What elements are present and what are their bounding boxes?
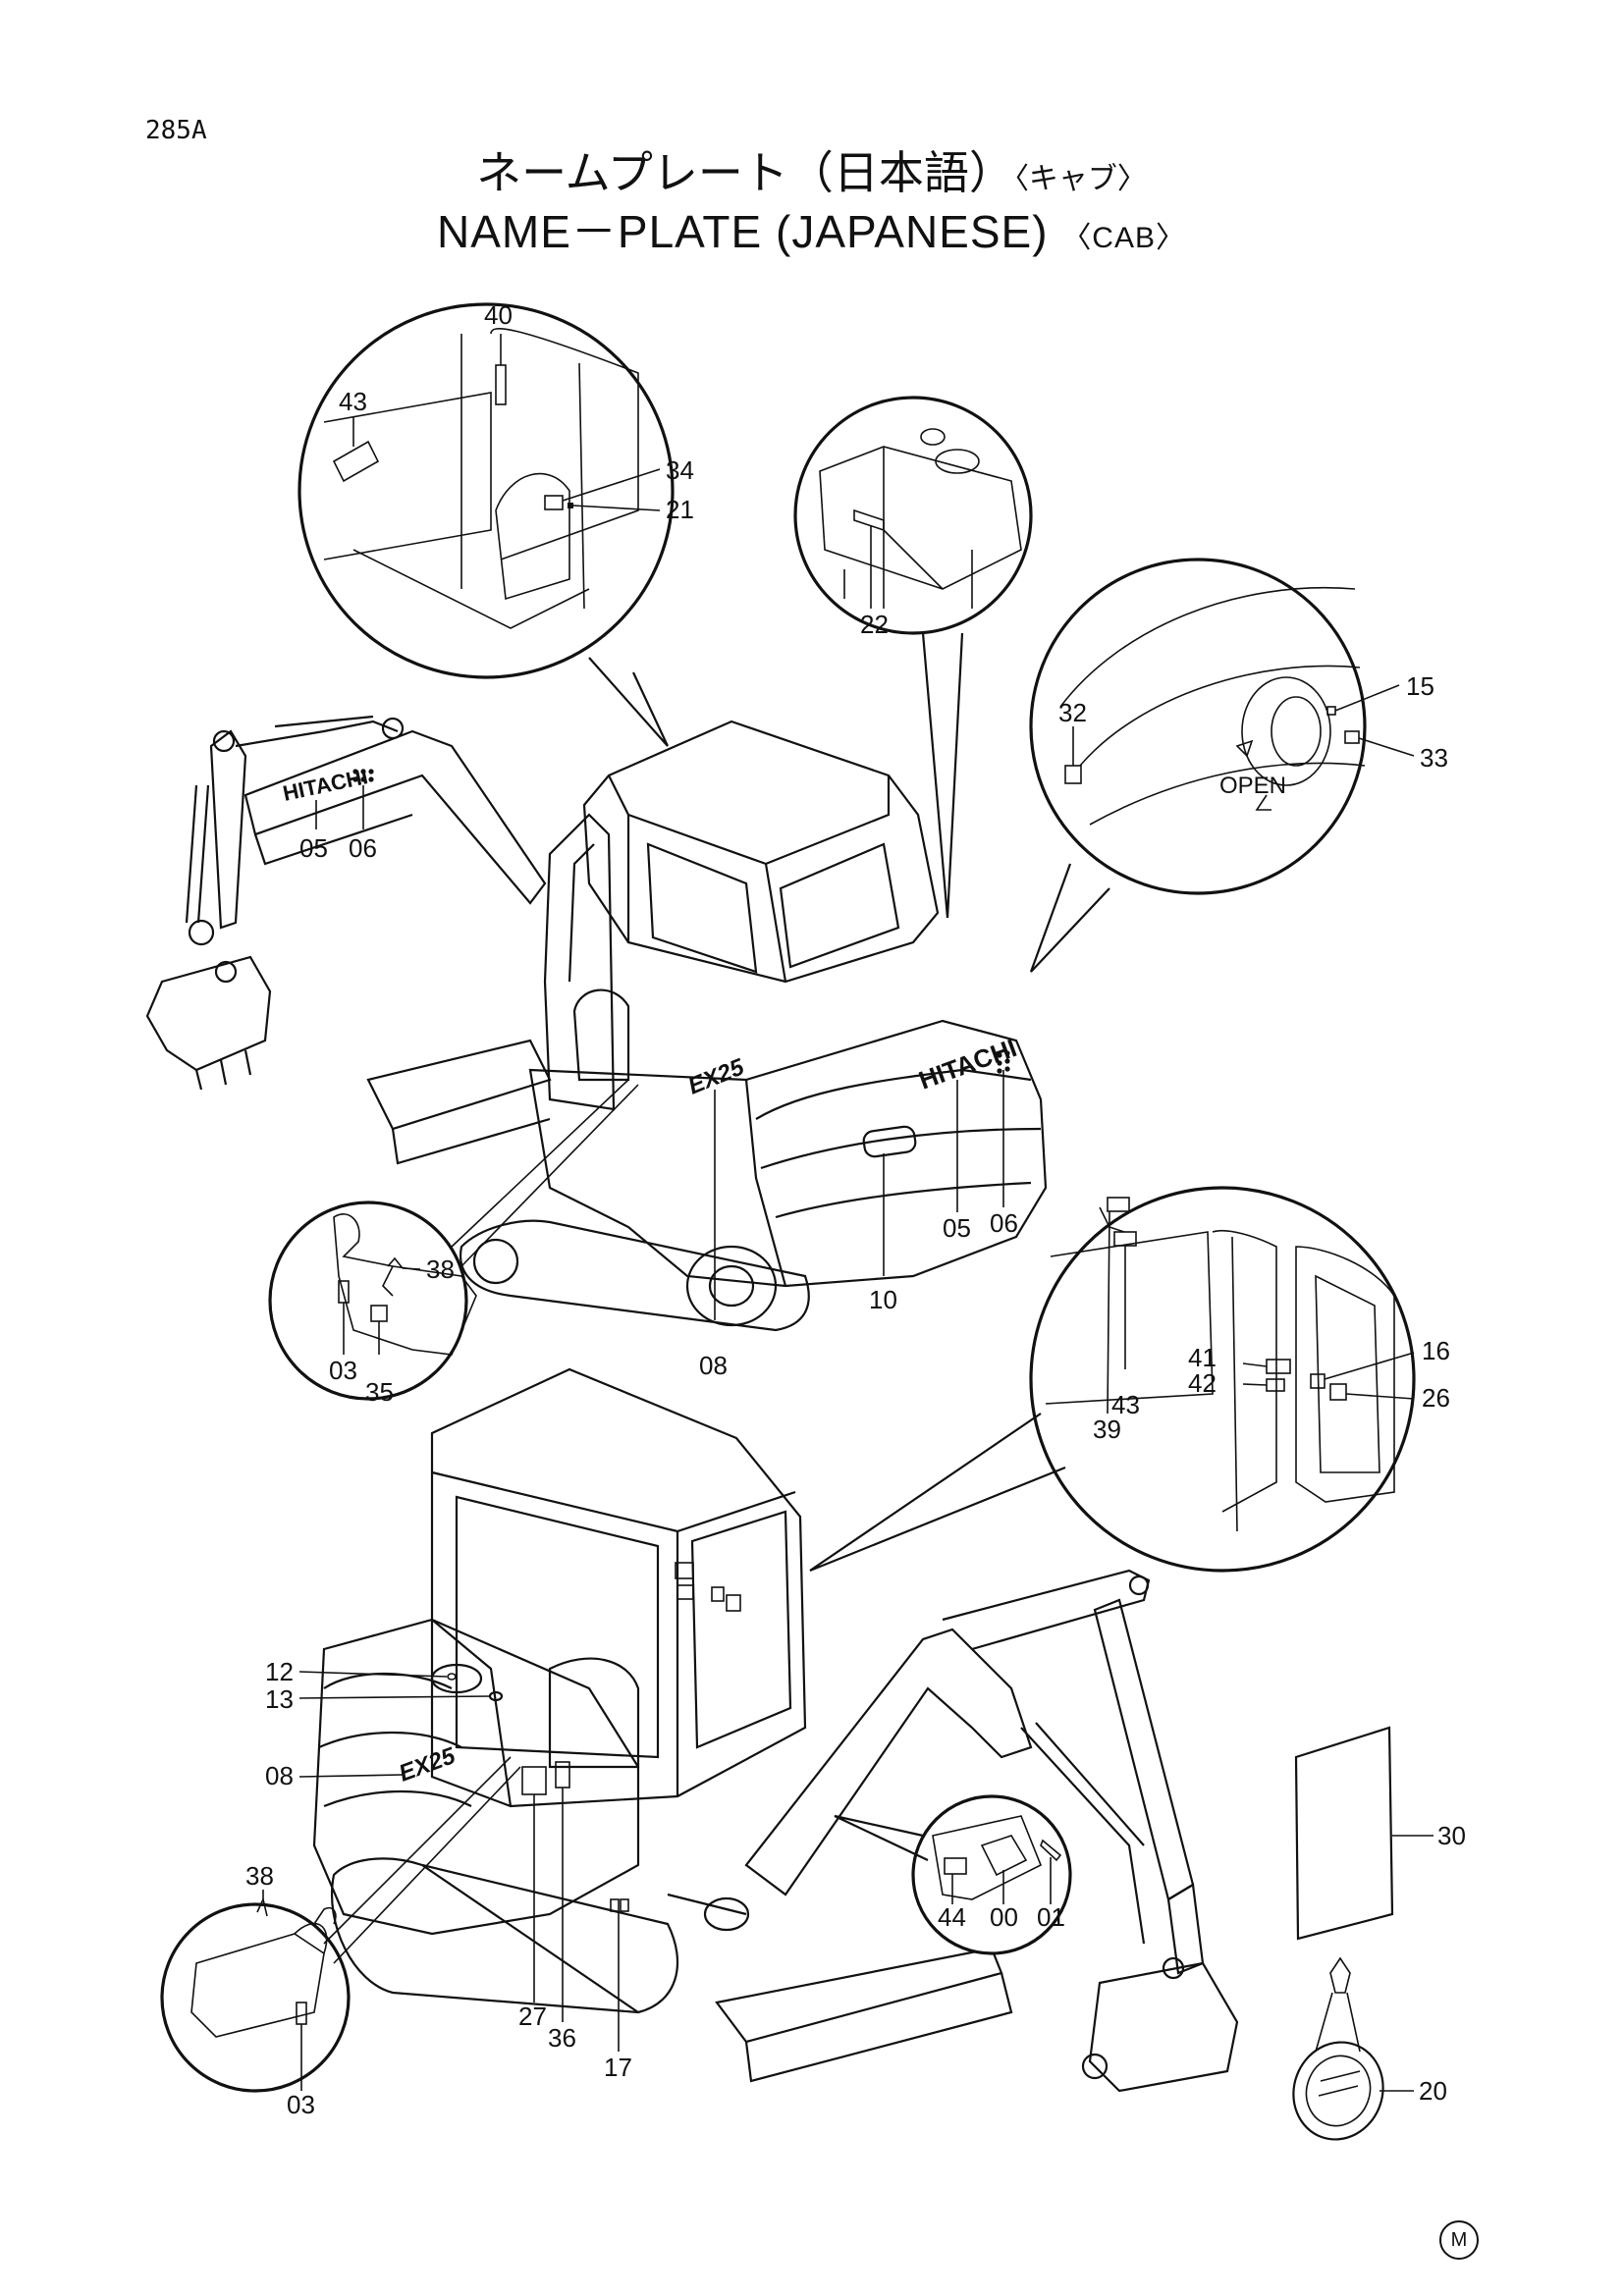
- title-english: NAME－PLATE (JAPANESE) 〈CAB〉: [0, 196, 1623, 261]
- callout-33: 33: [1420, 743, 1448, 773]
- callout-08-rear: 08: [265, 1761, 294, 1790]
- detail-circle-cab-door: [298, 302, 675, 747]
- callout-17: 17: [604, 2053, 632, 2082]
- key-tag: [1292, 1956, 1384, 2141]
- title-japanese-main: ネームプレート（日本語）: [476, 146, 1014, 199]
- callout-41: 41: [1188, 1343, 1217, 1372]
- callout-08-front: 08: [699, 1351, 728, 1380]
- detail-circle-cab-interior: [809, 1186, 1416, 1573]
- counterweight-brand-label: HITACHI: [915, 1033, 1021, 1095]
- title-english-main: NAME－PLATE (JAPANESE): [437, 206, 1049, 257]
- detail-circle-step-rear: [160, 1756, 521, 2093]
- excavator-front-view: [145, 715, 1048, 1332]
- callout-38-rear: 38: [245, 1861, 274, 1891]
- title-english-sub: 〈CAB〉: [1061, 222, 1186, 254]
- callout-36: 36: [548, 2023, 576, 2053]
- decal-44-shape: [944, 1857, 967, 1875]
- callout-01: 01: [1037, 1902, 1065, 1932]
- callout-06-counterweight: 06: [990, 1208, 1018, 1238]
- decal-38-shape: [387, 1256, 404, 1269]
- decal-27-shape: [521, 1766, 547, 1795]
- decal-39-shape: [1107, 1197, 1130, 1212]
- callout-34: 34: [666, 455, 694, 485]
- decal-26-shape: [1329, 1383, 1347, 1401]
- callout-42: 42: [1188, 1368, 1217, 1398]
- side-model-label: EX25: [684, 1053, 748, 1099]
- detail-circle-engine-hood: [1029, 558, 1367, 973]
- callout-30: 30: [1437, 1821, 1466, 1850]
- callout-00: 00: [990, 1902, 1018, 1932]
- callout-43-interior: 43: [1111, 1390, 1140, 1419]
- title-japanese-sub: 〈キャブ〉: [1013, 162, 1147, 196]
- decal-16-shape: [1310, 1373, 1325, 1389]
- open-label: OPEN: [1219, 773, 1286, 799]
- callout-40: 40: [484, 300, 513, 330]
- callout-35: 35: [365, 1377, 394, 1407]
- callout-03-upper: 03: [329, 1356, 357, 1385]
- title-japanese: ネームプレート（日本語）〈キャブ〉: [0, 137, 1623, 202]
- rivet-01-shape: [1040, 1839, 1062, 1862]
- callout-05-counterweight: 05: [943, 1213, 971, 1243]
- decal-17-shape: [610, 1898, 620, 1912]
- callout-43-top: 43: [339, 387, 367, 416]
- callout-22: 22: [860, 610, 889, 639]
- callout-06-boom: 06: [349, 833, 377, 863]
- detail-circle-boom-plate: [834, 1794, 1072, 1955]
- callout-38-upper: 38: [426, 1255, 455, 1284]
- manufacturer-mark: M: [1439, 2220, 1479, 2260]
- callout-12: 12: [265, 1657, 294, 1686]
- callout-39: 39: [1093, 1415, 1121, 1444]
- callout-15: 15: [1406, 671, 1434, 701]
- callout-32: 32: [1058, 698, 1087, 727]
- excavator-rear-view: [312, 1367, 1239, 2093]
- decal-dots-counterweight: [997, 1050, 1010, 1074]
- detail-circle-step-left: [268, 1079, 639, 1401]
- callout-13: 13: [265, 1684, 294, 1714]
- callout-21: 21: [666, 495, 694, 524]
- page-code: 285A: [145, 116, 207, 145]
- callout-10: 10: [869, 1285, 897, 1314]
- rear-model-label: EX25: [396, 1742, 460, 1788]
- callout-44: 44: [938, 1902, 966, 1932]
- callout-16: 16: [1422, 1336, 1450, 1365]
- callout-05-boom: 05: [299, 833, 328, 863]
- decal-dots-boom: [352, 769, 374, 782]
- manual-sheet: [1294, 1726, 1394, 1941]
- callout-03-rear: 03: [287, 2090, 315, 2119]
- callout-26: 26: [1422, 1383, 1450, 1413]
- plate-00-shape: [980, 1835, 1028, 1877]
- detail-circle-top-cover: [793, 396, 1033, 919]
- decal-43-shape: [332, 440, 380, 483]
- callout-27: 27: [518, 2002, 547, 2031]
- callout-20: 20: [1419, 2076, 1447, 2106]
